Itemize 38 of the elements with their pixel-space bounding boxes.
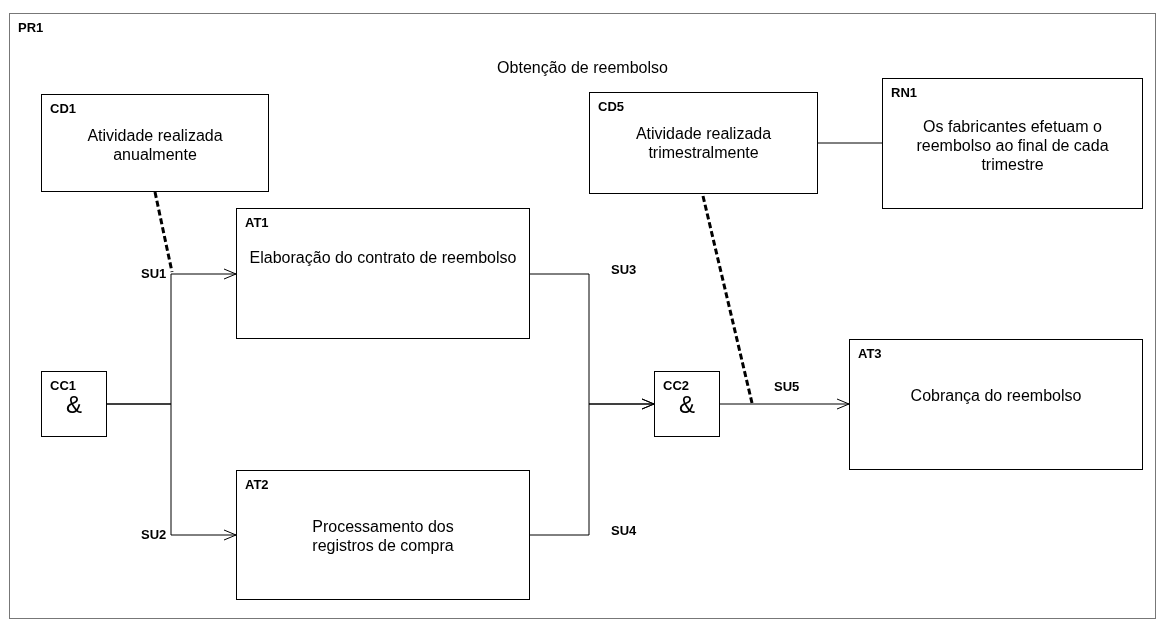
node-text: Atividade realizada anualmente bbox=[86, 127, 224, 165]
connector-box bbox=[654, 371, 720, 437]
edge-label: SU1 bbox=[140, 266, 168, 281]
edge-label: SU5 bbox=[773, 379, 801, 394]
process-box bbox=[589, 92, 818, 194]
node-text: Elaboração do contrato de reembolso bbox=[248, 249, 518, 268]
process-box bbox=[236, 470, 530, 600]
node-id: AT1 bbox=[245, 215, 269, 230]
arrow bbox=[529, 398, 655, 536]
node-id: RN1 bbox=[891, 85, 917, 100]
node-id: PR1 bbox=[18, 20, 44, 35]
process-title: Obtenção de reembolso bbox=[496, 59, 669, 78]
edge-label: SU2 bbox=[140, 527, 168, 542]
node-text: Cobrança do reembolso bbox=[909, 387, 1083, 406]
node-id: AT3 bbox=[858, 346, 882, 361]
node-id: CD5 bbox=[598, 99, 624, 114]
connector-line bbox=[817, 142, 883, 144]
node-id: AT2 bbox=[245, 477, 269, 492]
and-symbol: & bbox=[678, 391, 696, 420]
node-id: CC2 bbox=[663, 378, 689, 393]
node-text: Os fabricantes efetuam o reembolso ao final de cada trimestre bbox=[915, 118, 1110, 175]
arrow bbox=[106, 403, 237, 541]
arrow bbox=[719, 398, 850, 410]
node-text: Processamento dos registros de compra bbox=[311, 518, 455, 556]
process-box bbox=[882, 78, 1143, 209]
connector-box bbox=[41, 371, 107, 437]
dashed-line bbox=[701, 195, 754, 404]
process-box bbox=[849, 339, 1143, 470]
node-text: Atividade realizada trimestralmente bbox=[634, 125, 773, 163]
edge-label: SU4 bbox=[610, 523, 638, 538]
and-symbol: & bbox=[65, 391, 83, 420]
edge-label: SU3 bbox=[610, 262, 638, 277]
process-box bbox=[236, 208, 530, 339]
node-id: CC1 bbox=[50, 378, 76, 393]
node-id: CD1 bbox=[50, 101, 76, 116]
dashed-line bbox=[153, 191, 174, 273]
process-frame bbox=[9, 13, 1156, 619]
process-box bbox=[41, 94, 269, 192]
